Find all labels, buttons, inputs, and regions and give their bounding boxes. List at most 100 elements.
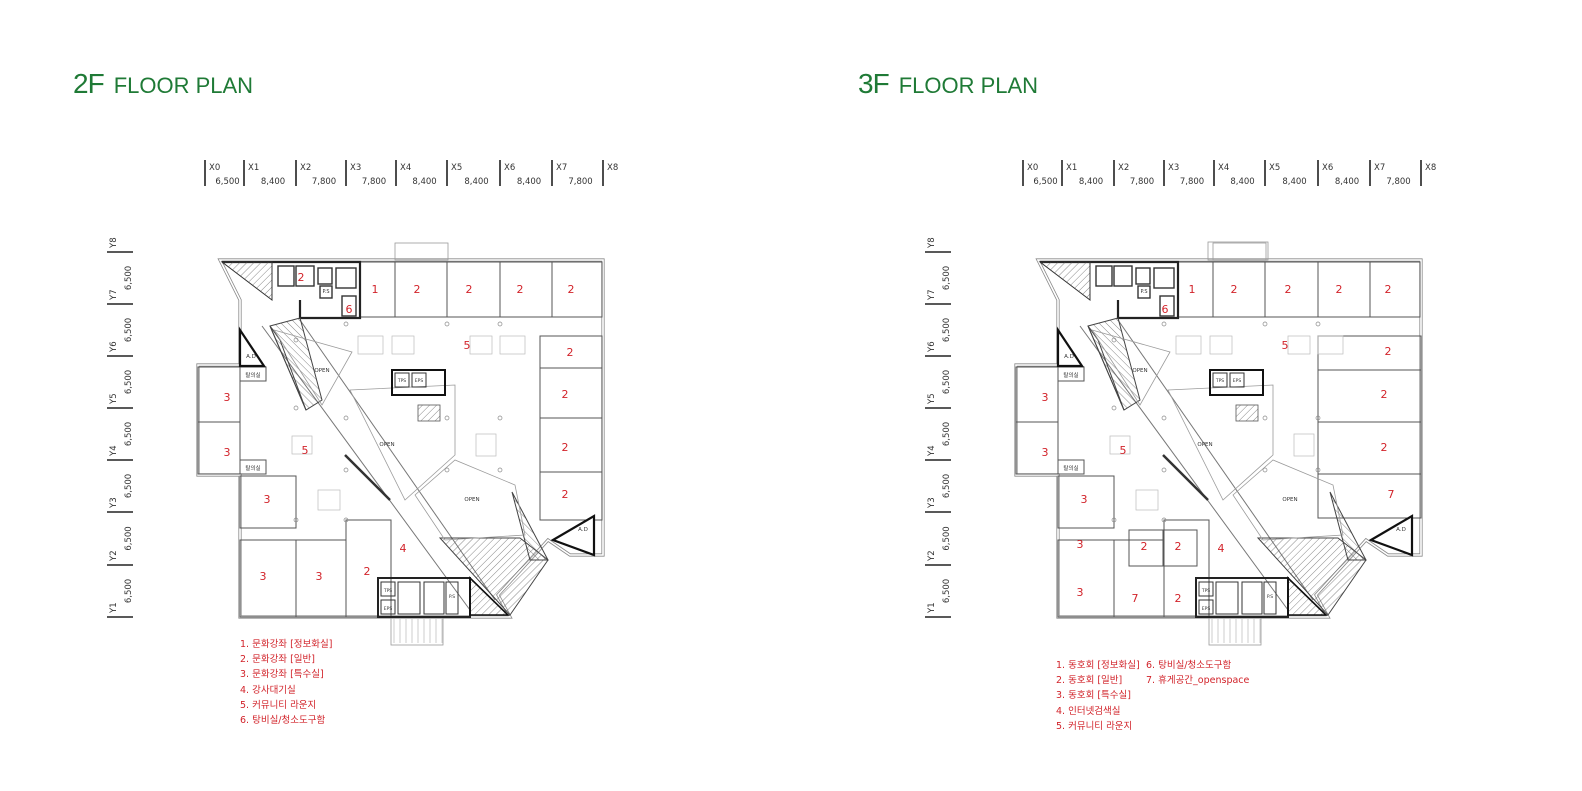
core-label: TPS <box>1215 378 1224 384</box>
room-number: 1 <box>1189 283 1196 296</box>
column <box>1111 517 1117 523</box>
diagonal-rail <box>1162 454 1209 501</box>
room <box>239 539 297 618</box>
core-room <box>1113 265 1133 287</box>
legend-2f: 1. 문화강좌 [정보화실]2. 문화강좌 [일반]3. 문화강좌 [특수실]4… <box>240 637 332 728</box>
column <box>497 321 503 327</box>
grid-span-label: 8,400 <box>1079 177 1103 187</box>
core-wall <box>1040 260 1180 320</box>
room <box>551 261 603 318</box>
furniture <box>1175 335 1202 355</box>
core-label: TPS <box>1201 588 1210 594</box>
core-room <box>295 265 315 287</box>
room-label: 탈의실 <box>1063 464 1078 472</box>
room <box>539 367 603 419</box>
room <box>446 261 501 318</box>
furniture <box>1109 435 1131 455</box>
grid-axis-label: X4 <box>400 163 411 173</box>
room-number: 3 <box>224 391 231 404</box>
open-label: OPEN <box>1197 442 1212 448</box>
grid-span-label: 6,500 <box>124 266 134 290</box>
grid-axis-label: X7 <box>556 163 567 173</box>
furniture <box>1293 433 1315 457</box>
room-number: 2 <box>1385 283 1392 296</box>
room-number: 5 <box>1120 444 1127 457</box>
room-number: 3 <box>1042 391 1049 404</box>
grid-span-label: 6,500 <box>942 474 952 498</box>
furniture <box>499 335 526 355</box>
grid-axis-label: X2 <box>300 163 311 173</box>
plan-level: 2F <box>73 68 105 99</box>
grid-span-label: 6,500 <box>942 318 952 342</box>
legend-item: 1. 문화강좌 [정보화실] <box>240 639 333 650</box>
room-number: 5 <box>302 444 309 457</box>
core-room <box>1229 372 1245 388</box>
grid-axis-label: Y5 <box>109 393 119 405</box>
roof-projection <box>1212 242 1267 261</box>
room-number: 2 <box>1285 283 1292 296</box>
room <box>1369 261 1421 318</box>
room-number: 2 <box>1385 345 1392 358</box>
room-number: 2 <box>562 388 569 401</box>
grid-span-label: 6,500 <box>942 526 952 550</box>
column <box>1161 415 1167 421</box>
room-number: 2 <box>466 283 473 296</box>
legend-item: 5. 커뮤니티 라운지 <box>1056 720 1133 732</box>
core-label: P.S <box>1141 289 1148 295</box>
grid-axis-label: X5 <box>451 163 462 173</box>
central-core <box>1209 369 1264 396</box>
grid-span-label: 7,800 <box>362 177 386 187</box>
column <box>1111 405 1117 411</box>
grid-span-label: 8,400 <box>1335 177 1359 187</box>
room-number: 4 <box>1218 542 1225 555</box>
ad-shaft <box>550 514 596 557</box>
atrium-glass-frame <box>269 325 307 411</box>
room-number: 2 <box>517 283 524 296</box>
ad-shaft <box>1056 326 1085 368</box>
core-room <box>1159 295 1175 317</box>
legend-item: 6. 탕비실/청소도구함 <box>1146 660 1232 671</box>
column <box>444 415 450 421</box>
grid-axis-label: X3 <box>1168 163 1179 173</box>
column <box>444 467 450 473</box>
south-core <box>1195 577 1289 618</box>
column <box>343 467 349 473</box>
room-number: 5 <box>464 339 471 352</box>
stair-se <box>469 576 510 616</box>
open-void <box>1167 384 1274 501</box>
room-number: 2 <box>414 283 421 296</box>
core-label: P.S <box>1267 594 1273 600</box>
furniture <box>291 435 313 455</box>
room <box>1015 421 1059 475</box>
grid-axis-label: Y8 <box>927 237 937 249</box>
legend-item: 1. 동호회 [정보화실] <box>1056 660 1140 671</box>
locker-room <box>239 459 267 475</box>
grid-span-label: 7,800 <box>1180 177 1204 187</box>
room <box>1057 475 1115 529</box>
room <box>1015 366 1059 423</box>
column <box>1315 467 1321 473</box>
core-room <box>319 285 333 299</box>
room <box>1317 421 1422 475</box>
room-number: 2 <box>1381 388 1388 401</box>
core-room <box>317 267 333 285</box>
grid-axis-label: X6 <box>1322 163 1333 173</box>
grid-span-label: 8,400 <box>261 177 285 187</box>
legend-item: 5. 커뮤니티 라운지 <box>240 699 317 711</box>
open-label: OPEN <box>1132 368 1147 374</box>
atrium-glass <box>1329 491 1367 561</box>
column <box>1262 321 1268 327</box>
grid-axis-label: Y4 <box>109 445 119 457</box>
furniture <box>357 335 384 355</box>
column <box>1161 517 1167 523</box>
room-number: 7 <box>1132 592 1139 605</box>
column <box>293 337 299 343</box>
room <box>1113 539 1165 618</box>
legend-item: 4. 강사대기실 <box>240 684 296 696</box>
grid-axis-label: Y2 <box>927 550 937 562</box>
room-number: 5 <box>1282 339 1289 352</box>
grid-span-label: 6,500 <box>124 370 134 394</box>
